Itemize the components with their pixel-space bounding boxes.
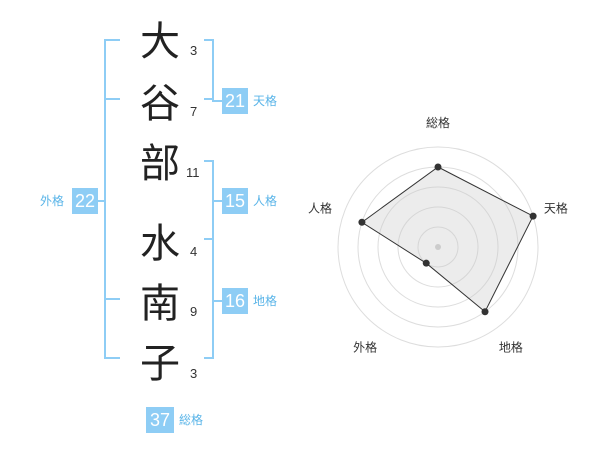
gaikaku-bracket-tick-1 xyxy=(104,98,120,100)
radar-grid-ring-1 xyxy=(417,226,459,268)
name-char-1: 大 xyxy=(140,19,180,65)
name-char-3: 部 xyxy=(140,141,180,187)
jinkaku-bracket-top xyxy=(204,160,214,162)
gaikaku-connector xyxy=(98,200,106,202)
radar-axis-label-4: 外格 xyxy=(353,339,377,354)
jinkaku-label: 人格 xyxy=(253,194,278,208)
radar-axis-label-1: 総格 xyxy=(426,115,450,130)
name-char-4: 水 xyxy=(140,221,180,267)
name-char-6: 子 xyxy=(140,341,180,387)
radar-axis-label-5: 人格 xyxy=(308,201,332,216)
gaikaku-bracket-vertical xyxy=(104,39,106,359)
radar-point-1 xyxy=(434,163,442,171)
radar-point-3 xyxy=(481,308,489,316)
name-char-5: 南 xyxy=(140,281,180,327)
jinkaku-connector xyxy=(212,200,222,202)
chikaku-value-badge: 16 xyxy=(222,288,248,314)
chikaku-bracket-vertical xyxy=(212,238,214,359)
tenkaku-bracket-vertical xyxy=(212,39,214,99)
gaikaku-label: 外格 xyxy=(40,194,65,208)
radar-center-dot xyxy=(435,244,441,250)
chikaku-bracket-top xyxy=(204,238,214,240)
stroke-count-2: 7 xyxy=(190,104,198,119)
chikaku-bracket-bottom xyxy=(204,357,214,359)
gaikaku-bracket-bottom xyxy=(104,357,120,359)
stroke-count-6: 3 xyxy=(190,366,198,381)
soukaku-label: 総格 xyxy=(179,413,204,427)
chikaku-connector xyxy=(212,300,222,302)
gaikaku-value-badge: 22 xyxy=(72,188,98,214)
name-char-2: 谷 xyxy=(140,81,180,127)
tenkaku-connector xyxy=(212,100,222,102)
gaikaku-bracket-top xyxy=(104,39,120,41)
radar-axis-label-2: 天格 xyxy=(544,201,568,216)
radar-grid-ring-5 xyxy=(337,146,539,348)
gaikaku-bracket-tick-2 xyxy=(104,298,120,300)
stroke-count-1: 3 xyxy=(190,43,198,58)
radar-grid-ring-3 xyxy=(377,186,499,308)
chikaku-label: 地格 xyxy=(253,294,278,308)
tenkaku-bracket-bottom xyxy=(204,98,214,100)
radar-series-polygon xyxy=(361,166,534,313)
radar-point-4 xyxy=(422,259,430,267)
radar-point-2 xyxy=(529,212,537,220)
radar-grid-ring-2 xyxy=(397,206,479,288)
radar-point-5 xyxy=(358,218,366,226)
tenkaku-value-badge: 21 xyxy=(222,88,248,114)
tenkaku-label: 天格 xyxy=(253,94,278,108)
stroke-count-4: 4 xyxy=(190,244,198,259)
radar-axis-label-3: 地格 xyxy=(499,339,523,354)
tenkaku-bracket-top xyxy=(204,39,214,41)
stroke-count-5: 9 xyxy=(190,304,198,319)
jinkaku-value-badge: 15 xyxy=(222,188,248,214)
stroke-count-3: 11 xyxy=(186,165,200,180)
soukaku-value-badge: 37 xyxy=(146,407,174,433)
